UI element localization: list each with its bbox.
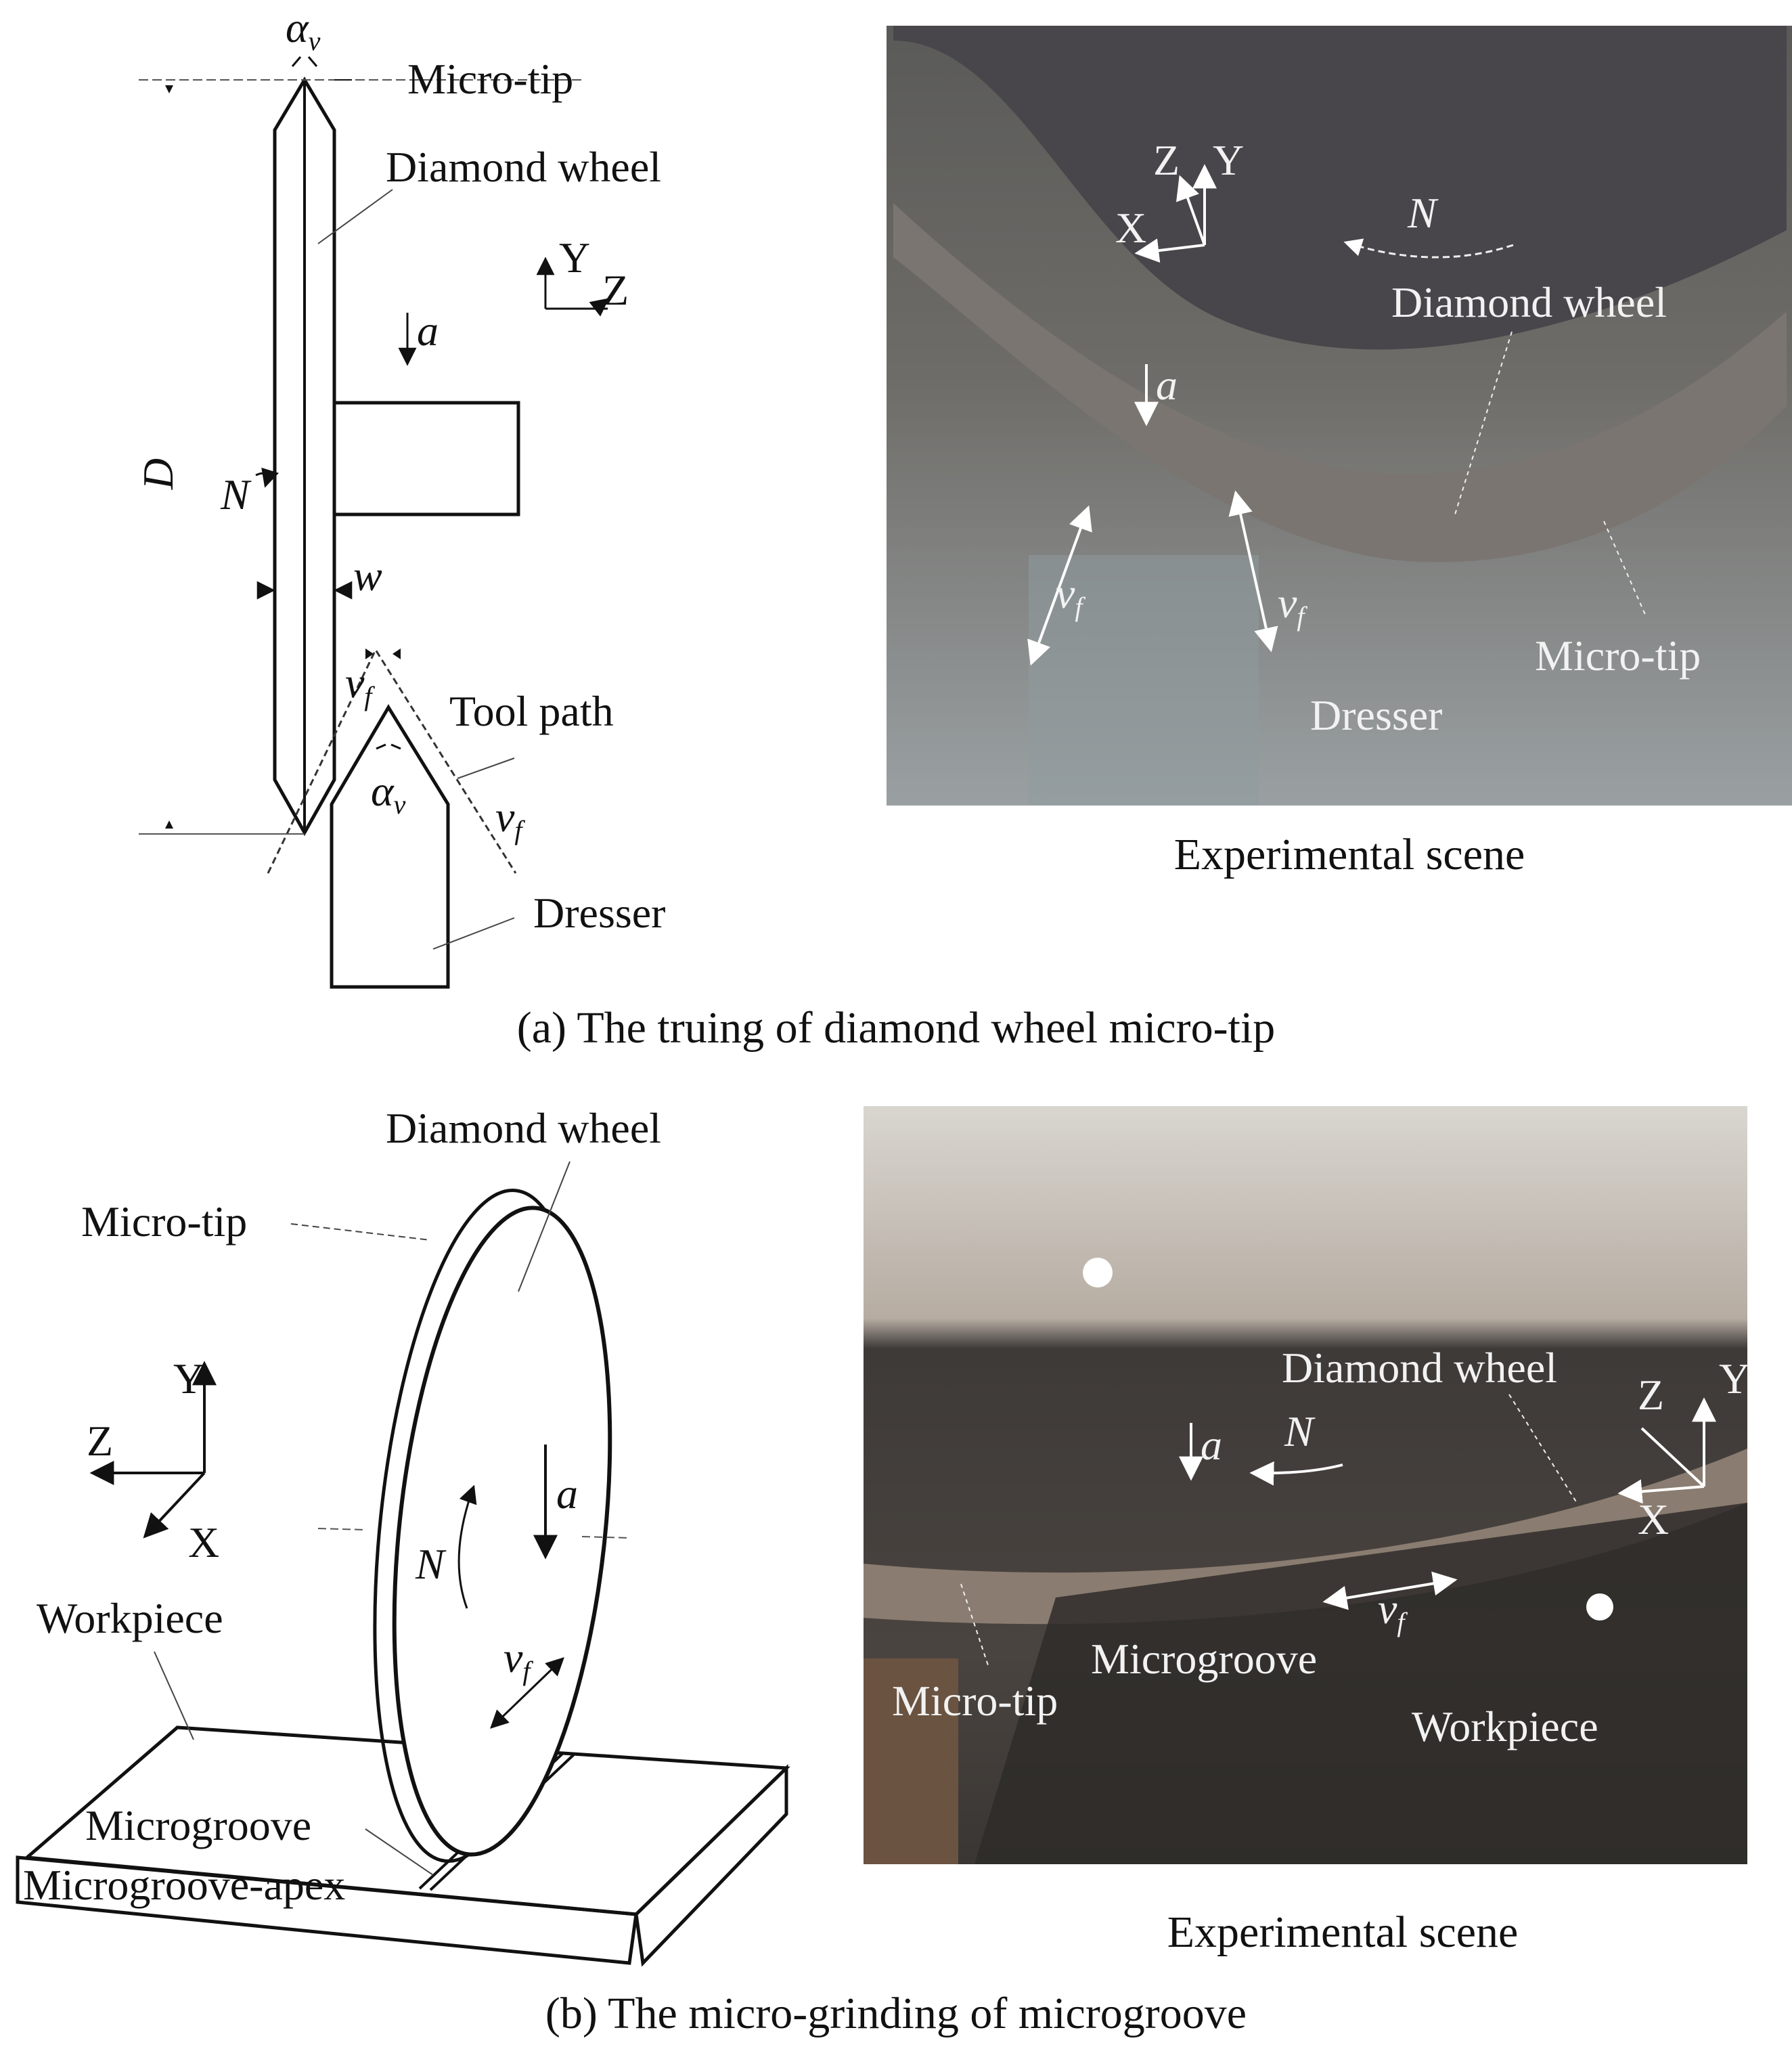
b-label-z: Z — [87, 1417, 113, 1465]
b-label-N: N — [415, 1540, 447, 1588]
photo-a-label-y: Y — [1213, 136, 1244, 184]
panel-a-caption: (a) The truing of diamond wheel micro-ti… — [517, 1003, 1275, 1053]
b-axis-mark-right — [581, 1536, 630, 1539]
photo-b-label-N: N — [1284, 1407, 1316, 1455]
label-dresser: Dresser — [533, 889, 665, 937]
photo-a-label-a: a — [1156, 361, 1178, 409]
label-alpha-dresser: αv — [371, 767, 406, 820]
workpiece-side — [634, 1764, 788, 1967]
d-arrow-top — [165, 85, 173, 93]
photo-b-highlight-2 — [1586, 1593, 1613, 1621]
b-axis-mark-left — [317, 1528, 366, 1530]
dresser-shape — [330, 704, 450, 989]
photo-a-label-micro-tip: Micro-tip — [1535, 632, 1701, 680]
wheel-front-ellipse — [392, 1206, 612, 1857]
panel-a-photo: Z Y X N Diamond wheel a vf vf Micro-tip … — [887, 26, 1792, 806]
vf-tick-right — [393, 648, 401, 659]
photo-a-vf-arrow-left — [1027, 505, 1092, 666]
panel-b-caption: (b) The micro-grinding of microgroove — [545, 1989, 1247, 2038]
photo-b-N-arrow — [1249, 1461, 1343, 1486]
photo-b-label-z: Z — [1638, 1371, 1664, 1419]
label-alpha-top: αv — [286, 3, 321, 56]
label-N: N — [220, 470, 252, 519]
label-a: a — [417, 307, 439, 355]
photo-a-label-N: N — [1407, 189, 1439, 237]
panel-b-schematic: Y Z X Diamond wheel Micro-tip Workpiece … — [16, 1104, 790, 1967]
photo-b-label-micro-tip: Micro-tip — [892, 1677, 1058, 1725]
label-vf-upper: vf — [345, 659, 375, 711]
b-label-x: X — [188, 1518, 219, 1566]
photo-b-workpiece — [975, 1503, 1747, 1864]
label-D: D — [134, 458, 182, 490]
workpiece-front — [16, 1855, 638, 1965]
photo-a-wheel-rim — [893, 203, 1787, 563]
b-label-a: a — [556, 1470, 578, 1518]
panel-b-photo: Diamond wheel Y Z X a N vf Microgroove W… — [864, 1106, 1750, 1864]
b-microgroove-leader — [365, 1828, 434, 1876]
photo-a-N-arrow — [1343, 238, 1514, 259]
photo-b-fixture — [864, 1658, 958, 1864]
photo-b-highlight-1 — [1083, 1258, 1113, 1287]
photo-a-axis-x — [1134, 238, 1205, 263]
dresser-leader — [432, 917, 515, 950]
b-micro-tip-leader — [290, 1223, 431, 1241]
photo-b-label-x: X — [1638, 1495, 1669, 1543]
b-label-microgroove-apex: Microgroove-apex — [23, 1861, 345, 1909]
b-N-rotation-arrow — [457, 1484, 477, 1609]
photo-b-micro-tip-leader — [960, 1583, 989, 1666]
photo-b-vf-arrow — [1322, 1571, 1458, 1610]
axis-z-arrow — [589, 298, 610, 317]
wheel-hub — [332, 401, 520, 516]
b-label-microgroove: Microgroove — [85, 1801, 311, 1849]
b-workpiece-leader — [154, 1651, 194, 1740]
photo-a-axis-z — [1176, 175, 1206, 246]
b-label-y: Y — [173, 1354, 204, 1403]
photo-a-label-x: X — [1115, 204, 1146, 252]
b-label-workpiece: Workpiece — [37, 1594, 223, 1642]
b-axis-x — [143, 1472, 206, 1539]
diamond-wheel-leader — [317, 189, 393, 244]
photo-b-diamond-wheel-leader — [1508, 1394, 1577, 1503]
photo-b-label-workpiece: Workpiece — [1412, 1702, 1598, 1750]
photo-b-caption: Experimental scene — [1167, 1908, 1519, 1957]
photo-a-label-diamond-wheel: Diamond wheel — [1391, 278, 1667, 326]
photo-b-label-diamond-wheel: Diamond wheel — [1282, 1344, 1557, 1392]
alpha-dresser-tick-r — [390, 743, 401, 750]
photo-a-vf-arrow-right — [1228, 490, 1278, 653]
photo-a-micro-tip-leader — [1603, 521, 1647, 617]
label-micro-tip: Micro-tip — [407, 55, 573, 103]
photo-a-label-vf-right: vf — [1278, 579, 1307, 632]
N-rotation-arrow — [255, 467, 279, 488]
tool-path-line — [267, 647, 517, 874]
b-diamond-wheel-leader — [518, 1161, 570, 1292]
photo-a-caption: Experimental scene — [1174, 830, 1525, 879]
photo-b-label-a: a — [1201, 1421, 1222, 1469]
photo-a-label-z: Z — [1153, 136, 1180, 184]
label-axis-z: Z — [602, 266, 629, 314]
b-vf-arrow — [490, 1657, 564, 1729]
label-axis-y: Y — [559, 234, 590, 282]
label-w: w — [353, 552, 382, 600]
photo-a-wheel-dark — [893, 26, 1787, 350]
photo-b-axis-x — [1617, 1479, 1705, 1504]
alpha-dresser-tick-l — [376, 743, 386, 750]
panel-a-schematic: D αv Micro-tip Diamond wheel Y Z a N w v… — [134, 3, 665, 989]
b-label-diamond-wheel: Diamond wheel — [386, 1104, 661, 1152]
label-vf-lower: vf — [495, 793, 525, 845]
label-diamond-wheel: Diamond wheel — [386, 143, 661, 191]
vf-tick-left — [365, 648, 374, 659]
label-tool-path: Tool path — [449, 687, 614, 735]
photo-b-wheel-rim — [864, 1449, 1747, 1625]
photo-b-axis-z — [1640, 1427, 1705, 1488]
photo-a-label-dresser: Dresser — [1310, 691, 1442, 739]
alpha-top-tick-r — [307, 56, 318, 67]
b-label-micro-tip: Micro-tip — [81, 1197, 247, 1246]
photo-b-label-y: Y — [1719, 1354, 1750, 1403]
alpha-top-tick-l — [291, 56, 302, 67]
tool-path-leader — [457, 757, 515, 779]
d-arrow-bottom — [165, 820, 173, 829]
photo-b-label-microgroove: Microgroove — [1091, 1635, 1317, 1683]
